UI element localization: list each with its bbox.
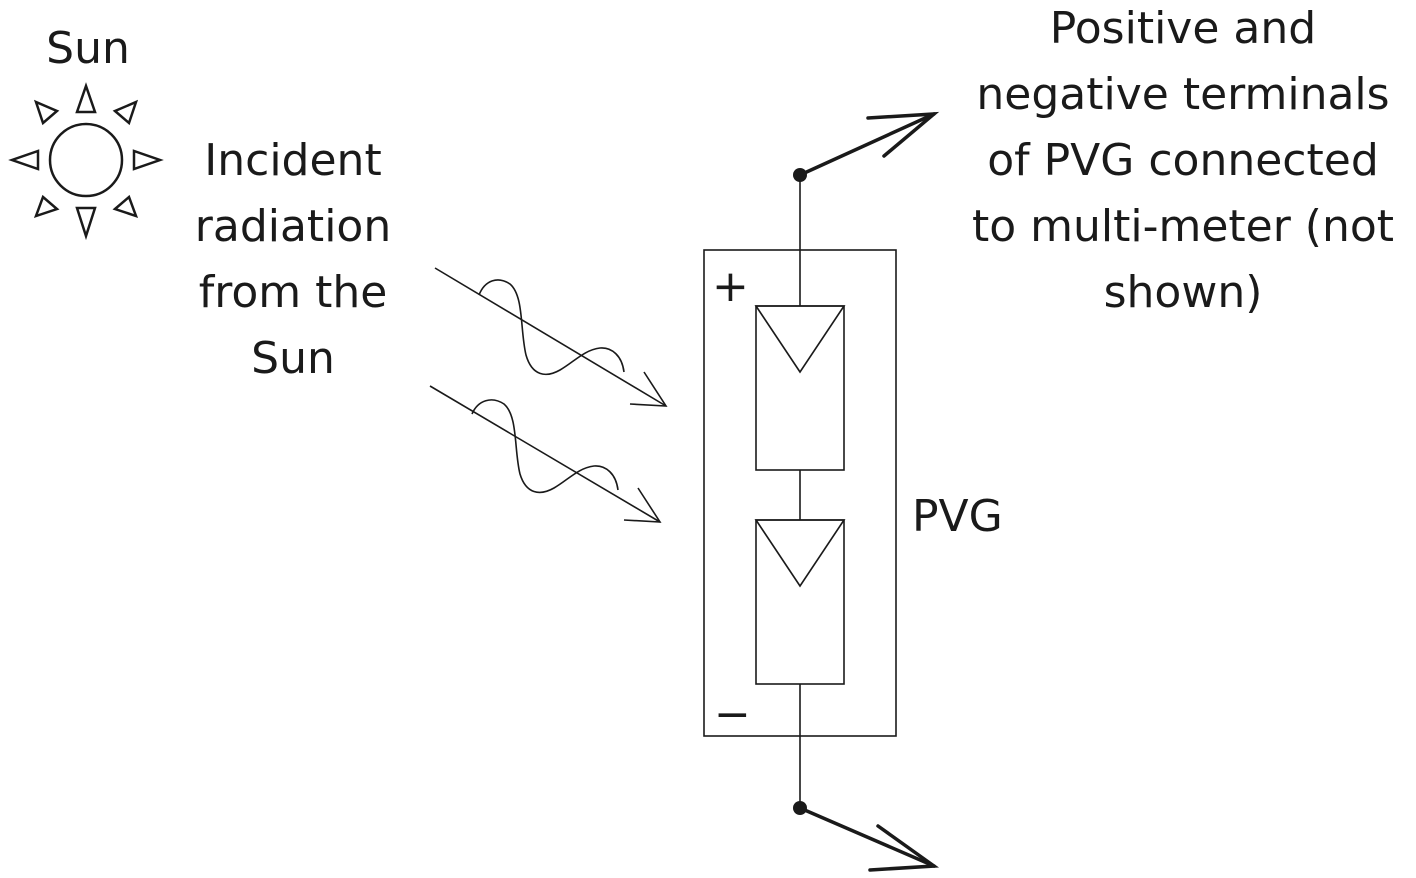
pvg-label: PVG (912, 491, 1003, 542)
arrow-icon (866, 111, 940, 158)
sun-disc (48, 122, 124, 198)
sun-ray-top-left (33, 99, 60, 126)
negative-terminal-lead (798, 806, 936, 868)
sun-ray-top-right (112, 99, 139, 126)
incident-radiation-line-1: Incident (204, 135, 382, 186)
sun-ray-top (75, 82, 97, 114)
incident-radiation-line-3: from the (198, 267, 388, 318)
sun-icon (8, 82, 164, 241)
ray-1-line (434, 267, 667, 407)
terminals-note-line-4: to multi-meter (not (971, 201, 1395, 252)
photovoltaic-cell-icon (754, 519, 846, 588)
terminals-note-line-2: negative terminals (976, 69, 1390, 120)
sun-ray-left (8, 149, 40, 171)
ray-2-wave (471, 399, 619, 494)
terminals-note-label: Positive and negative terminals of PVG c… (950, 0, 1416, 326)
terminals-note-line-1: Positive and (1049, 3, 1317, 54)
pv-cell-2 (754, 519, 846, 685)
ray-1-wave (478, 279, 625, 376)
terminals-note-line-3: of PVG connected (987, 135, 1379, 186)
negative-terminal (793, 801, 940, 872)
incident-radiation-line-4: Sun (251, 333, 335, 384)
pv-cell-1 (754, 305, 846, 471)
pv-cell-2-body (755, 519, 845, 685)
incident-radiation-line-2: radiation (194, 201, 392, 252)
ray-1-arrowhead (629, 371, 668, 407)
positive-terminal (793, 111, 940, 182)
terminals-note-line-5: shown) (1103, 267, 1263, 318)
incident-radiation-label: Incident radiation from the Sun (168, 128, 418, 392)
radiation-ray-1 (434, 267, 668, 407)
ray-2-arrowhead (623, 487, 662, 523)
negative-sign-label: − (714, 689, 751, 740)
sun-label: Sun (46, 23, 130, 74)
arrow-icon (868, 824, 940, 872)
positive-sign-label: + (712, 261, 749, 312)
positive-terminal-lead (798, 112, 936, 177)
ray-2-line (429, 385, 661, 523)
sun-ray-bottom (75, 206, 97, 241)
sun-ray-bottom-left (33, 194, 60, 219)
pv-cell-1-body (755, 305, 845, 471)
radiation-ray-2 (429, 385, 662, 523)
photovoltaic-cell-icon (754, 305, 846, 374)
sun-ray-bottom-right (112, 194, 139, 219)
sun-ray-right (132, 149, 164, 171)
